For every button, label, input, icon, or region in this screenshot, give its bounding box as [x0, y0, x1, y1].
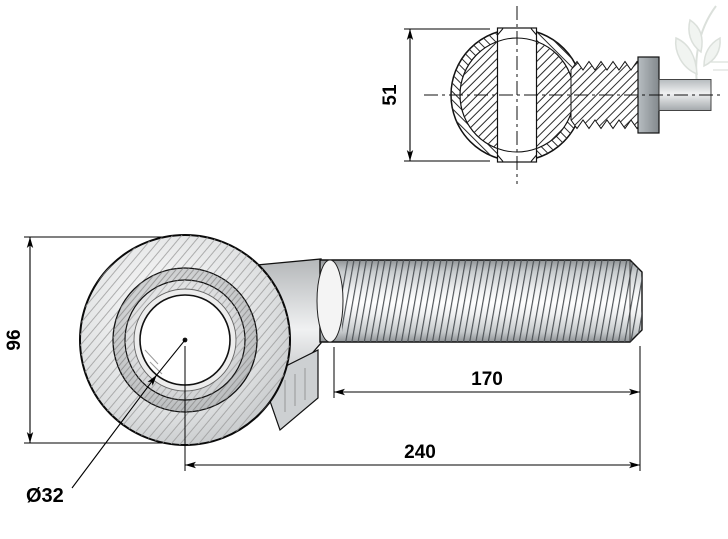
thread-runout: [316, 259, 344, 343]
bore-diameter-callout: Ø32: [26, 339, 186, 507]
watermark-leaf: [674, 36, 698, 76]
dim-170-label: 170: [471, 369, 503, 390]
leader-line: [71, 374, 158, 489]
side-view: [79, 234, 643, 446]
watermark-leaf: [703, 36, 721, 68]
dim-240: 240: [184, 346, 641, 471]
mounting-tab: [261, 349, 319, 432]
watermark-logo: [674, 5, 728, 97]
dim-96: 96: [4, 236, 162, 444]
watermark-leaf: [688, 18, 703, 54]
bore-diameter-label: Ø32: [26, 485, 64, 507]
dim-170: 170: [333, 347, 640, 398]
dim-51-label: 51: [380, 84, 401, 106]
leader-line: [156, 339, 186, 376]
dim-96-label: 96: [4, 329, 25, 350]
dim-51: 51: [380, 28, 490, 162]
mounting-tab-shading: [284, 368, 306, 412]
bore-wall-shading: [144, 349, 163, 375]
sectional-view: [424, 6, 722, 184]
thread-lines: [342, 260, 642, 342]
bore-chamfer: [497, 28, 537, 162]
dim-240-label: 240: [404, 442, 436, 463]
